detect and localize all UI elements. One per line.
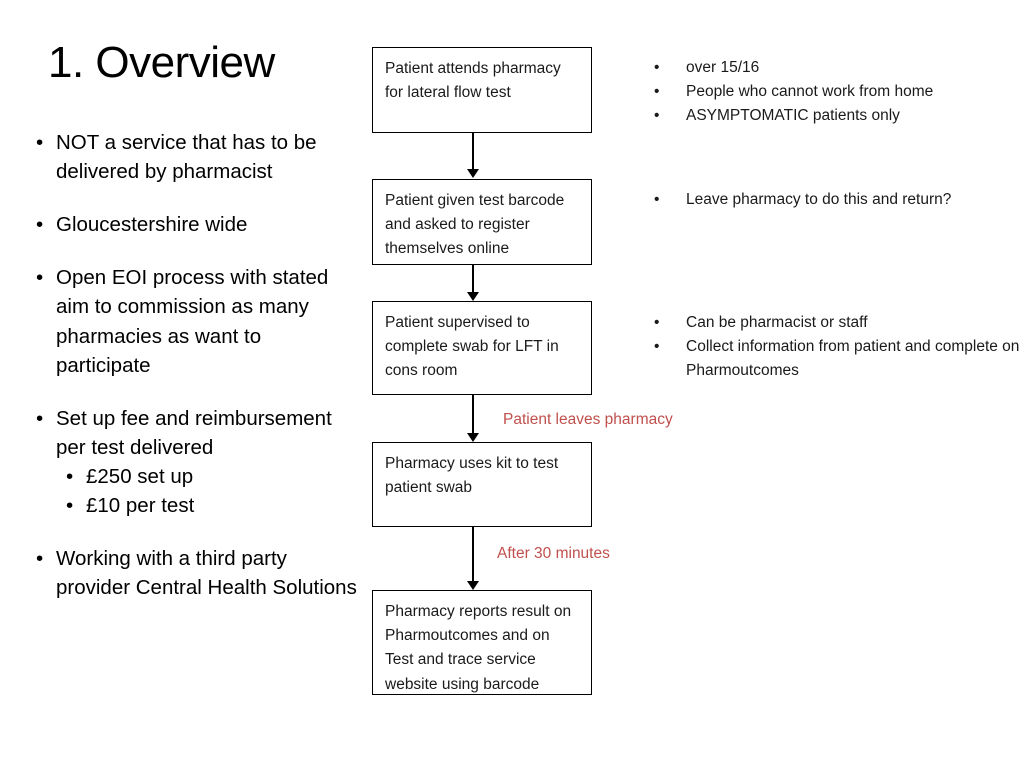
flow-box-text: Pharmacy reports result on Pharmoutcomes… bbox=[385, 603, 572, 693]
bullet-icon: • bbox=[66, 494, 74, 518]
list-item-text: £10 per test bbox=[86, 494, 195, 518]
list-item: • Working with a third party provider Ce… bbox=[30, 544, 360, 602]
notes-eligibility: • over 15/16 • People who cannot work fr… bbox=[648, 56, 1024, 129]
list-item-text: NOT a service that has to be delivered b… bbox=[56, 131, 317, 184]
flow-box-test-barcode: Patient given test barcode and asked to … bbox=[372, 179, 592, 265]
bullet-icon: • bbox=[36, 131, 44, 154]
list-item: • NOT a service that has to be delivered… bbox=[30, 128, 360, 186]
bullet-icon: • bbox=[654, 338, 660, 356]
flow-connector-4 bbox=[472, 527, 474, 581]
flow-box-patient-attends: Patient attends pharmacy for lateral flo… bbox=[372, 47, 592, 133]
flow-box-supervised-swab: Patient supervised to complete swab for … bbox=[372, 301, 592, 395]
arrow-down-icon bbox=[467, 433, 479, 442]
list-item: • People who cannot work from home bbox=[648, 80, 1024, 104]
list-item-text: ASYMPTOMATIC patients only bbox=[686, 107, 900, 125]
list-item-text: £250 set up bbox=[86, 464, 194, 488]
list-item: • £250 set up bbox=[30, 462, 360, 491]
list-item-text: Leave pharmacy to do this and return? bbox=[686, 191, 952, 208]
arrow-down-icon bbox=[467, 581, 479, 590]
list-item: • Set up fee and reimbursement per test … bbox=[30, 404, 360, 462]
list-item-text: Can be pharmacist or staff bbox=[686, 314, 868, 331]
list-item: • Leave pharmacy to do this and return? bbox=[648, 188, 1024, 212]
bullet-icon: • bbox=[654, 59, 660, 76]
flow-connector-3 bbox=[472, 395, 474, 433]
arrow-down-icon bbox=[467, 169, 479, 178]
list-item: • Can be pharmacist or staff bbox=[648, 311, 1024, 335]
annotation-text: Patient leaves pharmacy bbox=[503, 411, 673, 428]
annotation-after-30-minutes: After 30 minutes bbox=[497, 544, 610, 564]
bullet-icon: • bbox=[36, 213, 44, 237]
bullet-icon: • bbox=[66, 464, 74, 488]
overview-bullet-list: • NOT a service that has to be delivered… bbox=[30, 128, 360, 626]
list-item-text: People who cannot work from home bbox=[686, 83, 934, 101]
notes-registration: • Leave pharmacy to do this and return? bbox=[648, 188, 1024, 212]
list-item: • Collect information from patient and c… bbox=[648, 335, 1024, 383]
list-item-text: Working with a third party provider Cent… bbox=[56, 547, 357, 600]
flow-box-text: Patient attends pharmacy for lateral flo… bbox=[385, 60, 561, 102]
flow-box-report-result: Pharmacy reports result on Pharmoutcomes… bbox=[372, 590, 592, 695]
bullet-icon: • bbox=[654, 107, 660, 125]
list-item-text: Open EOI process with stated aim to comm… bbox=[56, 266, 329, 377]
annotation-patient-leaves: Patient leaves pharmacy bbox=[503, 410, 673, 430]
arrow-down-icon bbox=[467, 292, 479, 301]
list-item-text: Gloucestershire wide bbox=[56, 213, 248, 237]
bullet-icon: • bbox=[654, 314, 660, 331]
notes-supervision: • Can be pharmacist or staff • Collect i… bbox=[648, 311, 1024, 384]
flow-connector-2 bbox=[472, 265, 474, 292]
flow-box-text: Pharmacy uses kit to test patient swab bbox=[385, 455, 559, 497]
bullet-icon: • bbox=[36, 406, 44, 430]
bullet-icon: • bbox=[36, 547, 44, 571]
list-item: • Open EOI process with stated aim to co… bbox=[30, 263, 360, 379]
page-title: 1. Overview bbox=[48, 38, 275, 87]
flow-box-text: Patient given test barcode and asked to … bbox=[385, 192, 565, 258]
bullet-icon: • bbox=[36, 266, 44, 290]
list-item: • £10 per test bbox=[30, 491, 360, 520]
flow-box-text: Patient supervised to complete swab for … bbox=[385, 314, 559, 380]
list-item: • over 15/16 bbox=[648, 56, 1024, 80]
flow-connector-1 bbox=[472, 133, 474, 169]
list-item-text: Collect information from patient and com… bbox=[686, 338, 1020, 380]
list-item-text: over 15/16 bbox=[686, 59, 760, 76]
list-item: • ASYMPTOMATIC patients only bbox=[648, 104, 1024, 128]
bullet-icon: • bbox=[654, 83, 660, 101]
bullet-icon: • bbox=[654, 191, 660, 208]
list-item: • Gloucestershire wide bbox=[30, 210, 360, 239]
list-item-text: Set up fee and reimbursement per test de… bbox=[56, 406, 332, 459]
flow-box-pharmacy-tests-swab: Pharmacy uses kit to test patient swab bbox=[372, 442, 592, 527]
annotation-text: After 30 minutes bbox=[497, 545, 610, 562]
